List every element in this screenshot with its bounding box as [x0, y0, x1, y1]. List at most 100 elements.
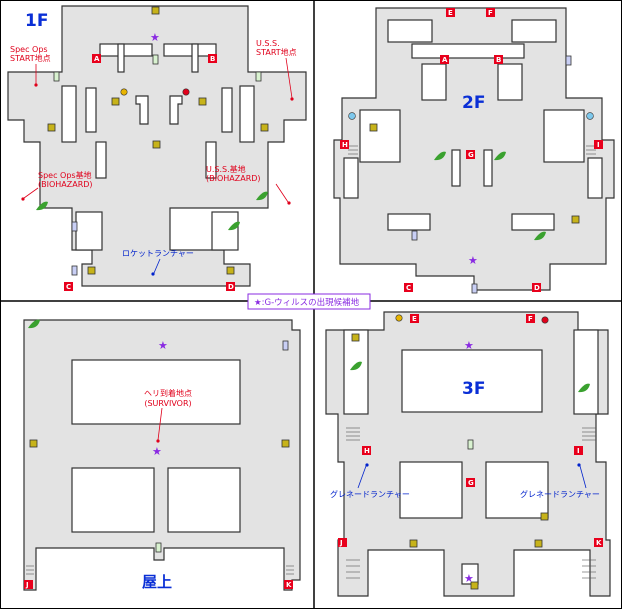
typewriter-icon: [348, 112, 356, 120]
grenade-right-dot: [577, 463, 581, 467]
2f-void-br: [511, 213, 555, 231]
svg-text:J: J: [339, 539, 343, 547]
heli-line1: ヘリ到着地点: [144, 388, 192, 398]
spec-ops-base-line1: Spec Ops基地: [38, 170, 92, 180]
item-box-icon: [534, 539, 543, 548]
svg-text:I: I: [577, 447, 580, 455]
item-box-icon: [470, 581, 479, 590]
green-herb-icon: [494, 151, 506, 161]
2f-title: 2F: [462, 93, 485, 113]
1f-tag-d: D: [226, 282, 235, 291]
svg-text:C: C: [66, 283, 71, 291]
1f-tag-a: A: [92, 54, 101, 63]
3f-stairs-right: [582, 427, 596, 579]
2f-void-cl: [451, 149, 461, 187]
rocket-launcher-label: ロケットランチャー: [122, 249, 194, 258]
3f-tag-k: K: [594, 538, 603, 547]
3f-void-br: [485, 461, 549, 519]
roof-stairs-right: [286, 565, 294, 575]
legend-text: ★:G-ウィルスの出現候補地: [254, 297, 360, 308]
2f-tag-f: F: [486, 8, 495, 17]
2f-void-right-big: [543, 109, 585, 163]
svg-text:E: E: [412, 315, 417, 323]
grenade-left-dot: [365, 463, 369, 467]
switch-red-icon: [182, 88, 190, 96]
3f-tag-g: G: [466, 478, 475, 487]
1f-void-rr: [205, 141, 217, 179]
svg-text:E: E: [448, 9, 453, 17]
switch-yellow-icon: [395, 314, 403, 322]
g-virus-star-icon: ★: [464, 572, 474, 585]
g-virus-star-icon: ★: [150, 31, 160, 44]
floor-3f: 3F E F H I G J K グレネードランチャー グレネードランチャー ★…: [325, 311, 611, 597]
2f-tag-e: E: [446, 8, 455, 17]
door-icon: [467, 439, 474, 450]
spec-ops-start-dot: [34, 83, 38, 87]
2f-tag-d: D: [532, 283, 541, 292]
svg-text:G: G: [468, 151, 474, 159]
svg-text:D: D: [228, 283, 234, 291]
spec-ops-start-line1: Spec Ops: [10, 45, 48, 54]
svg-text:K: K: [286, 581, 292, 589]
2f-tag-i: I: [594, 140, 603, 149]
switch-yellow-icon: [120, 88, 128, 96]
grenade-launcher-left-label: グレネードランチャー: [330, 489, 410, 499]
1f-void-ll: [95, 141, 107, 179]
legend: ★:G-ウィルスの出現候補地: [247, 293, 371, 310]
2f-void-side-r: [587, 157, 603, 199]
door-icon: [53, 71, 60, 82]
3f-tag-h: H: [362, 446, 371, 455]
spec-ops-base-line2: (BIOHAZARD): [38, 180, 93, 189]
grenade-right-pointer: [579, 465, 587, 489]
2f-stairs-left: [348, 145, 358, 155]
item-box-icon: [111, 97, 120, 106]
floor-1f: 1F Spec Ops START地点 U.S.S. START地点 Spec …: [7, 5, 307, 291]
heli-line2: (SURVIVOR): [144, 399, 191, 408]
1f-void-a2: [117, 43, 125, 73]
3f-void-bottom: [461, 563, 479, 585]
roof-void-bl: [71, 467, 155, 533]
roof-tag-k: K: [284, 580, 293, 589]
1f-void-right2: [221, 87, 233, 133]
door-icon: [255, 71, 262, 82]
floor-2f: 2F E F A B G H I C D ★: [333, 7, 615, 294]
roof-tag-j: J: [24, 580, 33, 589]
2f-void-side-l: [343, 157, 359, 199]
grenade-launcher-right-label: グレネードランチャー: [520, 489, 600, 499]
1f-void-center-l: [135, 95, 149, 125]
svg-text:I: I: [597, 141, 600, 149]
item-box-icon: [29, 439, 38, 448]
uss-base-line1: U.S.S.基地: [206, 164, 246, 174]
item-box-icon: [540, 512, 549, 521]
3f-void-top: [401, 349, 543, 413]
svg-text:A: A: [442, 56, 448, 64]
svg-text:C: C: [406, 284, 411, 292]
2f-tag-c: C: [404, 283, 413, 292]
2f-void-left-big: [359, 109, 401, 163]
uss-base-pointer: [275, 183, 289, 203]
3f-void-right: [573, 329, 599, 415]
item-box-icon: [87, 266, 96, 275]
door-icon: [282, 340, 289, 351]
2f-void-l: [421, 63, 447, 101]
uss-start-dot: [290, 97, 294, 101]
g-virus-star-icon: ★: [464, 339, 474, 352]
2f-void-tr: [511, 19, 557, 43]
typewriter-icon: [586, 112, 594, 120]
door-icon: [71, 265, 78, 276]
2f-tag-a: A: [440, 55, 449, 64]
item-box-icon: [369, 123, 378, 132]
svg-text:B: B: [496, 56, 501, 64]
uss-start-pointer: [285, 57, 293, 99]
g-virus-star-icon: ★: [152, 445, 162, 458]
1f-void-right: [239, 85, 255, 143]
heli-dot: [156, 439, 160, 443]
2f-void-bl: [387, 213, 431, 231]
uss-start-line2: START地点: [256, 47, 297, 57]
green-herb-icon: [434, 151, 446, 161]
g-virus-star-icon: ★: [158, 339, 168, 352]
item-box-icon: [198, 97, 207, 106]
1f-void-center-r: [169, 95, 183, 125]
door-icon: [71, 221, 78, 232]
